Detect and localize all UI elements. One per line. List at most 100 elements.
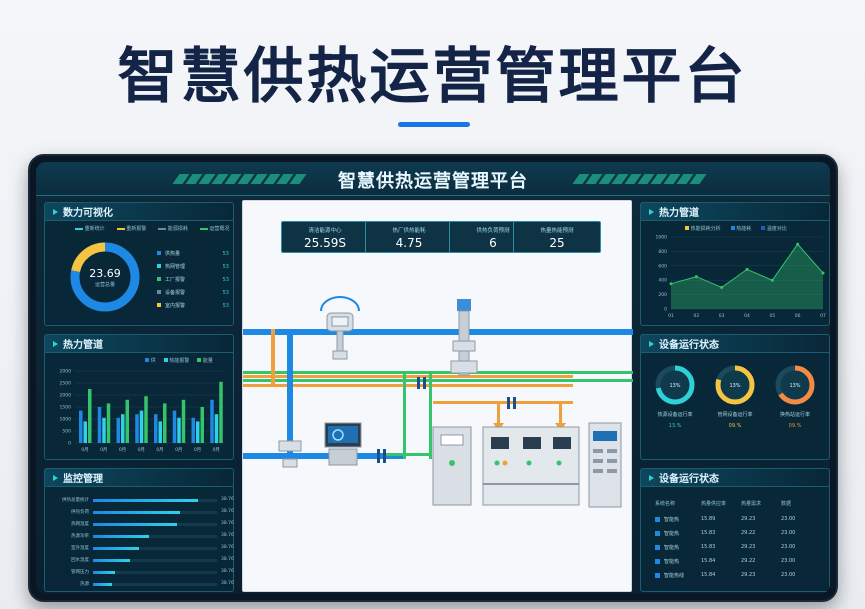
- hbar-track: [93, 559, 217, 562]
- control-cabinet-icon[interactable]: [432, 426, 472, 506]
- kpi-card[interactable]: 热厂供热能耗 4.75: [365, 221, 453, 253]
- panel-marker-icon: [53, 474, 58, 481]
- hbar-fill: [93, 511, 180, 514]
- legend: 供 热能报警 能量: [145, 357, 213, 364]
- donut-value: 23.69: [89, 267, 121, 280]
- table-cell: 29.23: [741, 572, 756, 578]
- hbar-row: 供热负荷 38.76: [53, 509, 238, 517]
- kpi-card[interactable]: 热量热能预测 25: [513, 221, 601, 253]
- panel-marker-icon: [649, 340, 654, 347]
- hbar-track: [93, 583, 217, 586]
- table-header: 系统名称热量供应率热量需求数据: [655, 497, 815, 509]
- x-tick-label: 0月: [119, 447, 126, 453]
- column-header: 数据: [781, 500, 792, 507]
- hbar-fill: [93, 535, 149, 538]
- gauge-label: 换热站运行率: [779, 412, 810, 418]
- control-cabinet-icon[interactable]: [482, 426, 580, 506]
- hbar-value: 38.76: [221, 497, 234, 502]
- panel-data-visualization: 数力可视化 重新统计 重新报警 能源损耗 运营概况 23.69 运营总量 供热量…: [44, 202, 234, 326]
- kpi-card[interactable]: 清洁能源中心 25.59S: [281, 221, 369, 253]
- bar: [135, 414, 139, 443]
- hot-riser: [271, 329, 275, 387]
- valve-icon[interactable]: [450, 299, 478, 376]
- valve-icon: [423, 377, 426, 389]
- legend-item: 热能耗: [730, 225, 751, 232]
- kpi-label: 清洁能源中心: [308, 228, 342, 234]
- green-riser: [403, 371, 406, 459]
- supply-riser: [287, 329, 293, 457]
- hbar-value: 38.76: [221, 509, 234, 514]
- stat-label: 热网管理: [157, 263, 185, 270]
- table-cell: 15.83: [701, 530, 716, 536]
- y-tick-label: 2500: [60, 381, 72, 387]
- bar: [88, 389, 92, 443]
- bar: [106, 403, 111, 443]
- table-cell: 15.89: [701, 516, 716, 522]
- hbar-value: 38.76: [221, 545, 234, 550]
- bar: [154, 414, 158, 443]
- monitor-frame: 智慧供热运营管理平台 数力可视化 重新统计 重新报警 能源损耗 运营概况: [28, 154, 838, 602]
- control-cabinet-icon[interactable]: [588, 422, 622, 508]
- topbar-stripes-right: [572, 174, 707, 184]
- hot-pipe: [243, 375, 573, 378]
- x-tick-label: 0月: [156, 447, 163, 453]
- stat-value: 53: [222, 302, 229, 309]
- hbar-label: 供热负荷: [71, 510, 89, 515]
- column-header: 系统名称: [655, 500, 676, 507]
- hbar-value: 38.76: [221, 521, 234, 526]
- green-connector: [383, 453, 432, 456]
- bar: [79, 410, 83, 443]
- x-tick-label: 05: [769, 313, 775, 319]
- row-name: 智能热: [655, 544, 701, 551]
- panel-title: 热力管道: [659, 208, 699, 219]
- panel-marker-icon: [53, 208, 58, 215]
- cabinet-drop-2: [559, 401, 562, 425]
- gauge-value: 13%: [789, 383, 800, 389]
- monitor-display-icon[interactable]: [324, 422, 362, 466]
- bar: [158, 421, 162, 443]
- bar: [210, 399, 214, 443]
- flow-meter-icon[interactable]: [320, 296, 360, 360]
- hbar-fill: [93, 559, 131, 562]
- kpi-value: 25: [549, 236, 565, 250]
- row-name: 智能热: [655, 558, 701, 565]
- hero-underline: [398, 122, 470, 127]
- stat-label: 室内报警: [157, 302, 185, 309]
- gauge-ring: 13%: [655, 365, 695, 405]
- data-point: [770, 278, 774, 282]
- x-tick-label: 02: [693, 313, 699, 319]
- hbar-track: [93, 499, 217, 502]
- y-tick-label: 0: [664, 307, 667, 313]
- hbar-row: 供热总量统计 38.76: [53, 497, 238, 505]
- hero-title: 智慧供热运营管理平台: [117, 42, 748, 112]
- legend-item: 温度对比: [761, 225, 787, 232]
- valve-icon: [513, 397, 516, 409]
- hbar-fill: [93, 499, 199, 502]
- x-tick-label: 01: [668, 313, 674, 319]
- table-cell: 29.23: [741, 516, 756, 522]
- row-name: 智能热线: [655, 572, 701, 579]
- bar: [177, 417, 181, 443]
- bar: [181, 399, 186, 443]
- table-cell: 23.00: [781, 516, 796, 522]
- table-cell: 15.84: [701, 558, 716, 564]
- valve-icon: [377, 449, 380, 463]
- data-point: [745, 267, 749, 271]
- valve-icon[interactable]: [278, 440, 302, 468]
- hbar-value: 38.76: [221, 569, 234, 574]
- x-tick-label: 07: [820, 313, 826, 319]
- panel-header: 设备运行状态: [641, 469, 829, 487]
- lower-pipe: [243, 453, 403, 459]
- hbar-label: 供热总量统计: [62, 498, 89, 503]
